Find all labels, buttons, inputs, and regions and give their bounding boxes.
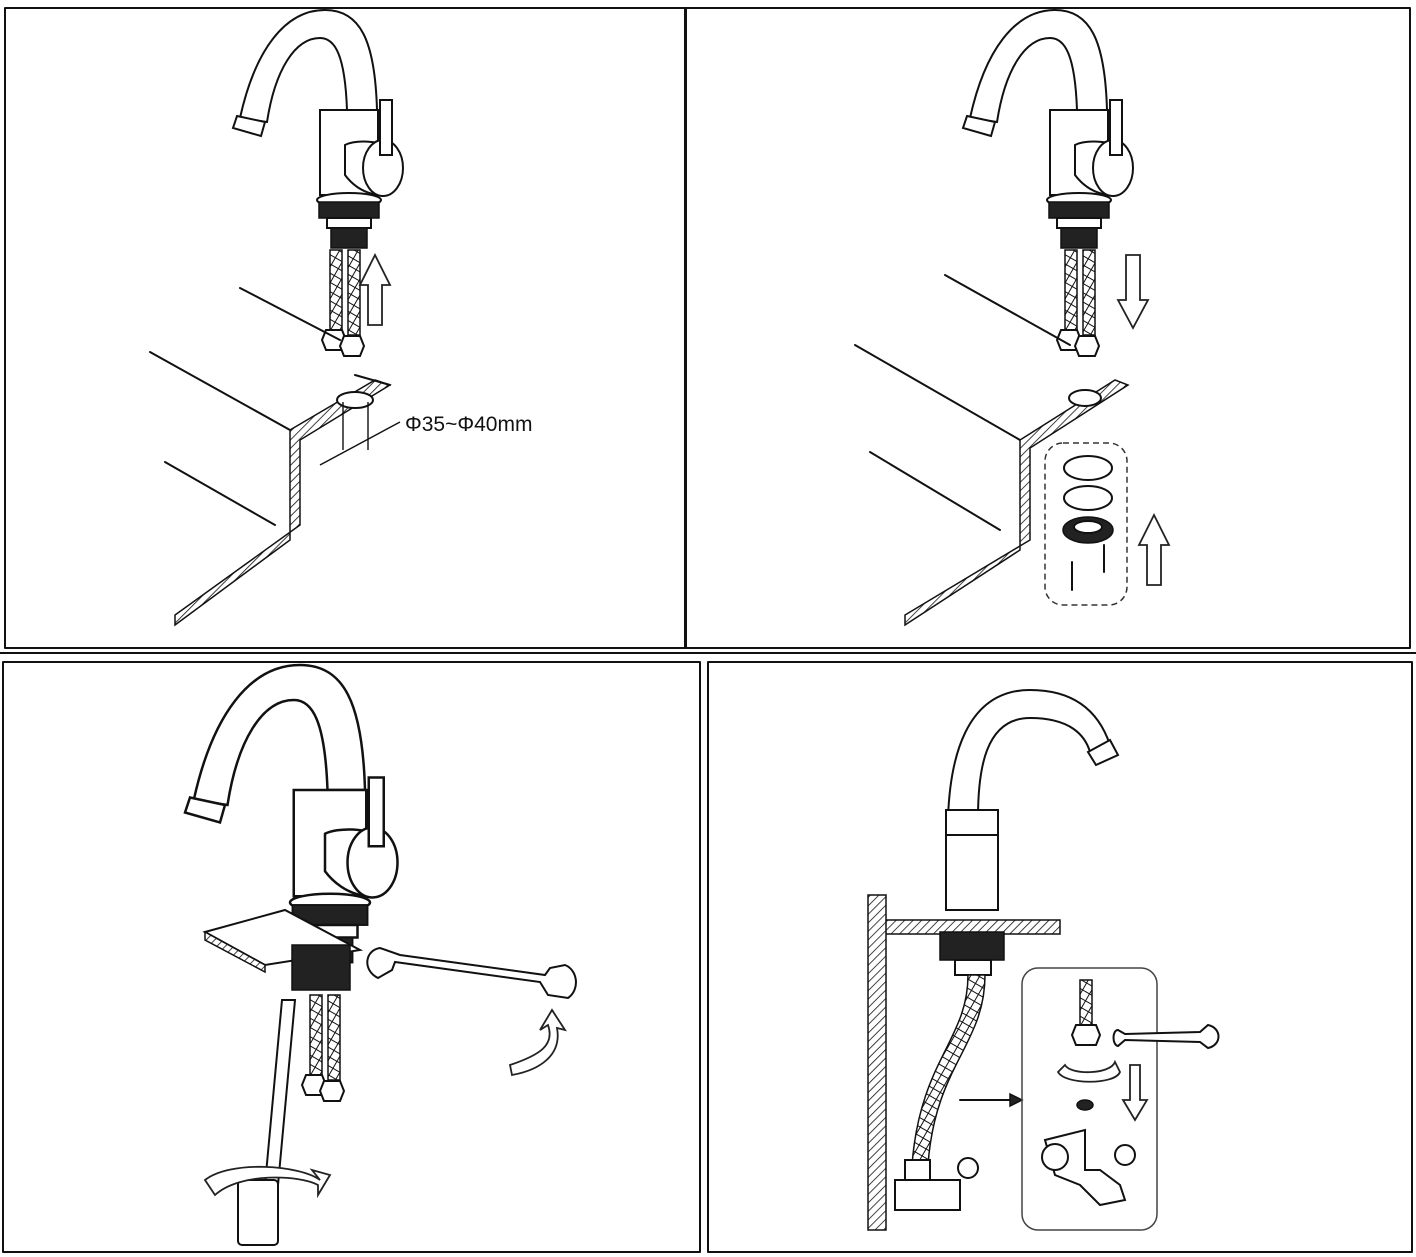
hoses-illustration — [321, 249, 365, 357]
faucet-illustration — [962, 9, 1134, 249]
mounting-kit-box — [1044, 442, 1128, 606]
panel-frames — [0, 7, 1416, 1253]
detail-box — [1021, 967, 1158, 1231]
wrench-illustration — [1112, 1023, 1220, 1050]
hoses-illustration — [301, 994, 345, 1102]
arrow-down-icon — [1116, 254, 1150, 330]
wrench-illustration — [366, 946, 577, 1000]
rotate-arrow-icon — [508, 1008, 568, 1077]
step-3-panel — [183, 663, 577, 1246]
hoses-illustration — [1056, 249, 1100, 357]
step-2-panel — [854, 9, 1171, 627]
arrow-up-icon — [358, 252, 392, 326]
step-1-panel: Φ35~Φ40mm — [149, 9, 532, 627]
hole-diameter-label: Φ35~Φ40mm — [405, 413, 532, 436]
rotate-arrow-icon — [203, 1165, 332, 1199]
rotate-arrow-icon — [1056, 1059, 1121, 1083]
faucet-illustration — [232, 9, 404, 249]
arrow-up-icon — [1137, 512, 1171, 586]
screwdriver-illustration — [263, 999, 297, 1186]
step-4-panel — [867, 688, 1220, 1231]
arrow-down-icon — [1121, 1064, 1149, 1122]
